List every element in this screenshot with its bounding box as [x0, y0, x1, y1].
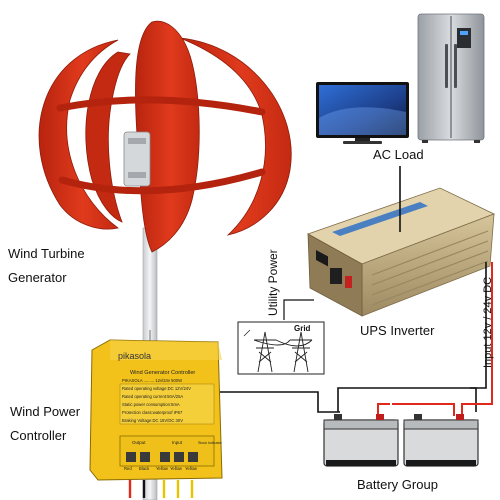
grid-illustration	[237, 321, 325, 375]
turbine-rib-top	[56, 96, 266, 116]
inverter-dc-black-wire	[470, 262, 487, 389]
controller-section-output: Output	[132, 440, 146, 445]
battery-group-label: Battery Group	[357, 477, 438, 492]
turbine-rib-bottom	[58, 168, 266, 195]
inverter-dc-red-wire	[461, 262, 493, 416]
terminal-label-black: Black	[139, 466, 150, 471]
hub-band	[128, 172, 146, 178]
battery-link-red-wire	[392, 403, 455, 416]
utility-power-label: Utility Power	[266, 249, 280, 316]
controller-spec-6: Braking Voltage:DC 15V/DC 30V	[122, 418, 183, 423]
controller-section-stock: Stock Indicator	[198, 441, 223, 445]
grid-label: Grid	[294, 324, 311, 333]
controller-spec-2: Rated operating voltage:DC 12V/24V	[122, 386, 191, 391]
wiring	[149, 166, 493, 416]
battery-right	[403, 414, 479, 467]
terminal-label-yellow-3: Yellow	[185, 466, 198, 471]
turbine-blade-mid	[85, 51, 131, 223]
inverter-socket	[330, 268, 342, 284]
input-dc-label: Input 12v / 24v DC	[482, 277, 494, 368]
wind-power-controller	[89, 339, 223, 498]
battery-pos-red-wire	[377, 403, 390, 416]
turbine-blade-right	[179, 37, 292, 236]
terminal-label-red: Red	[124, 466, 132, 471]
controller-spec-1: PIKASOLA ......... 12v/24v 500W	[122, 378, 182, 383]
inverter-display	[316, 250, 328, 267]
wind-power-label: Wind Power	[10, 404, 81, 419]
controller-cables	[128, 480, 194, 498]
controller-brand: pikasola	[118, 351, 151, 361]
controller-section-input: Input	[172, 440, 183, 445]
grid-input-wire	[283, 299, 314, 320]
inverter-fins	[371, 230, 489, 306]
refrigerator-icon	[417, 13, 485, 143]
pylon-icon	[253, 331, 313, 373]
controller-terminals	[126, 452, 198, 462]
controller-spec-5: Protection class:waterproof IP67	[122, 410, 183, 415]
turbine-blade-front	[135, 20, 200, 253]
turbine-blade-left	[38, 39, 119, 230]
ac-load-label: AC Load	[373, 147, 424, 162]
controller-to-battery-black-wire	[186, 391, 340, 413]
inverter-switch	[345, 276, 352, 288]
controller-title: Wind Generator Controller	[130, 370, 195, 376]
hub-band	[128, 138, 146, 144]
battery-left	[323, 414, 399, 467]
controller-label: Controller	[10, 428, 67, 443]
ups-inverter-label: UPS Inverter	[360, 323, 435, 338]
controller-spec-3: Rated operating current:50A/25A	[122, 394, 183, 399]
generator-label: Generator	[8, 270, 67, 285]
wind-turbine	[38, 20, 292, 500]
inverter-label-strip	[332, 202, 428, 236]
battery-group	[323, 414, 479, 467]
battery-neg-wire	[337, 387, 477, 412]
pylon-hatch	[243, 329, 251, 337]
wind-turbine-label: Wind Turbine	[8, 246, 85, 261]
tv-icon	[316, 82, 409, 144]
terminal-label-yellow-2: Yellow	[170, 466, 183, 471]
ups-inverter	[307, 187, 496, 317]
terminal-label-yellow-1: Yellow	[156, 466, 169, 471]
controller-spec-4: Static power consumption:5mA	[122, 402, 180, 407]
